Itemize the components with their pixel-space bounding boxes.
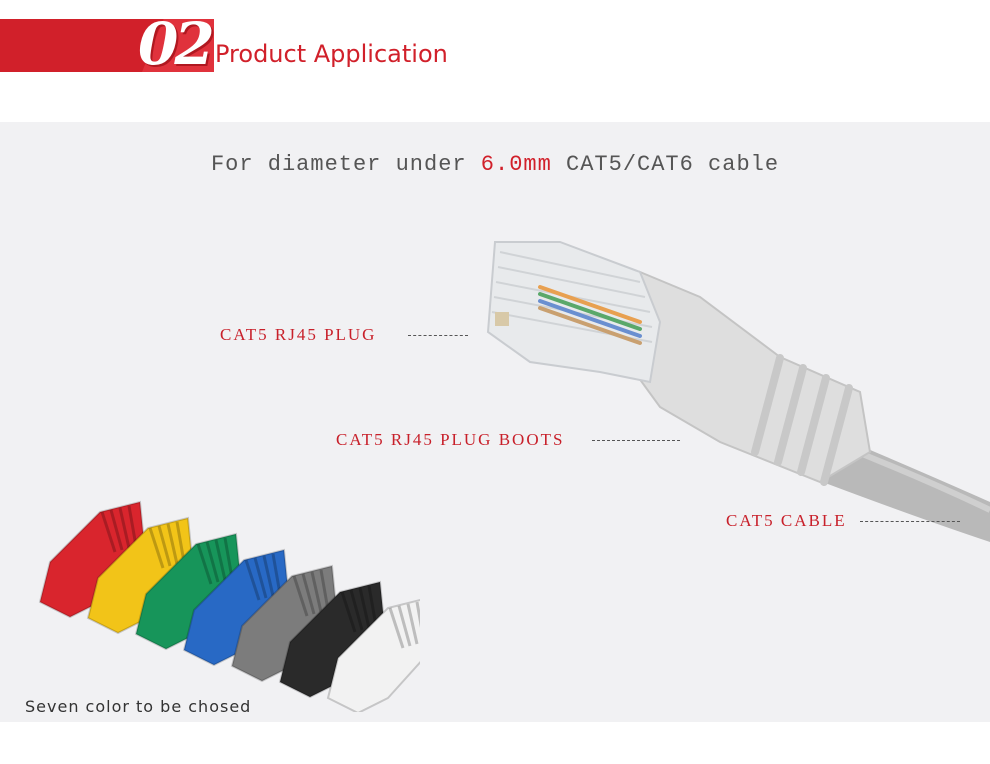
- diameter-prefix: For diameter under: [210, 152, 481, 177]
- callout-cable: CAT5 CABLE: [726, 511, 847, 530]
- color-caption: Seven color to be chosed: [25, 697, 252, 716]
- callout-plug-boots: CAT5 RJ45 PLUG BOOTS: [336, 430, 565, 449]
- section-number: 02: [138, 10, 215, 78]
- diameter-value: 6.0mm: [480, 152, 552, 177]
- application-panel: For diameter under 6.0mm CAT5/CAT6 cable: [0, 122, 990, 722]
- boot-2: [86, 516, 195, 635]
- section-title: Product Application: [215, 40, 448, 68]
- callout-plug: CAT5 RJ45 PLUG: [220, 325, 377, 344]
- callout-plug-boots-leader: [592, 440, 680, 441]
- rj45-plug-illustration: [486, 241, 990, 542]
- boot-6: [278, 580, 387, 699]
- cable-diameter-note: For diameter under 6.0mm CAT5/CAT6 cable: [0, 152, 990, 177]
- diameter-suffix: CAT5/CAT6 cable: [551, 152, 780, 177]
- boot-4: [182, 548, 291, 667]
- callout-plug-leader: [408, 335, 468, 336]
- color-boots-illustration: [38, 500, 420, 712]
- section-header: 02 Product Application: [0, 0, 990, 122]
- boot-3: [134, 532, 243, 651]
- boot-7: [326, 598, 420, 712]
- callout-cable-leader: [860, 521, 960, 522]
